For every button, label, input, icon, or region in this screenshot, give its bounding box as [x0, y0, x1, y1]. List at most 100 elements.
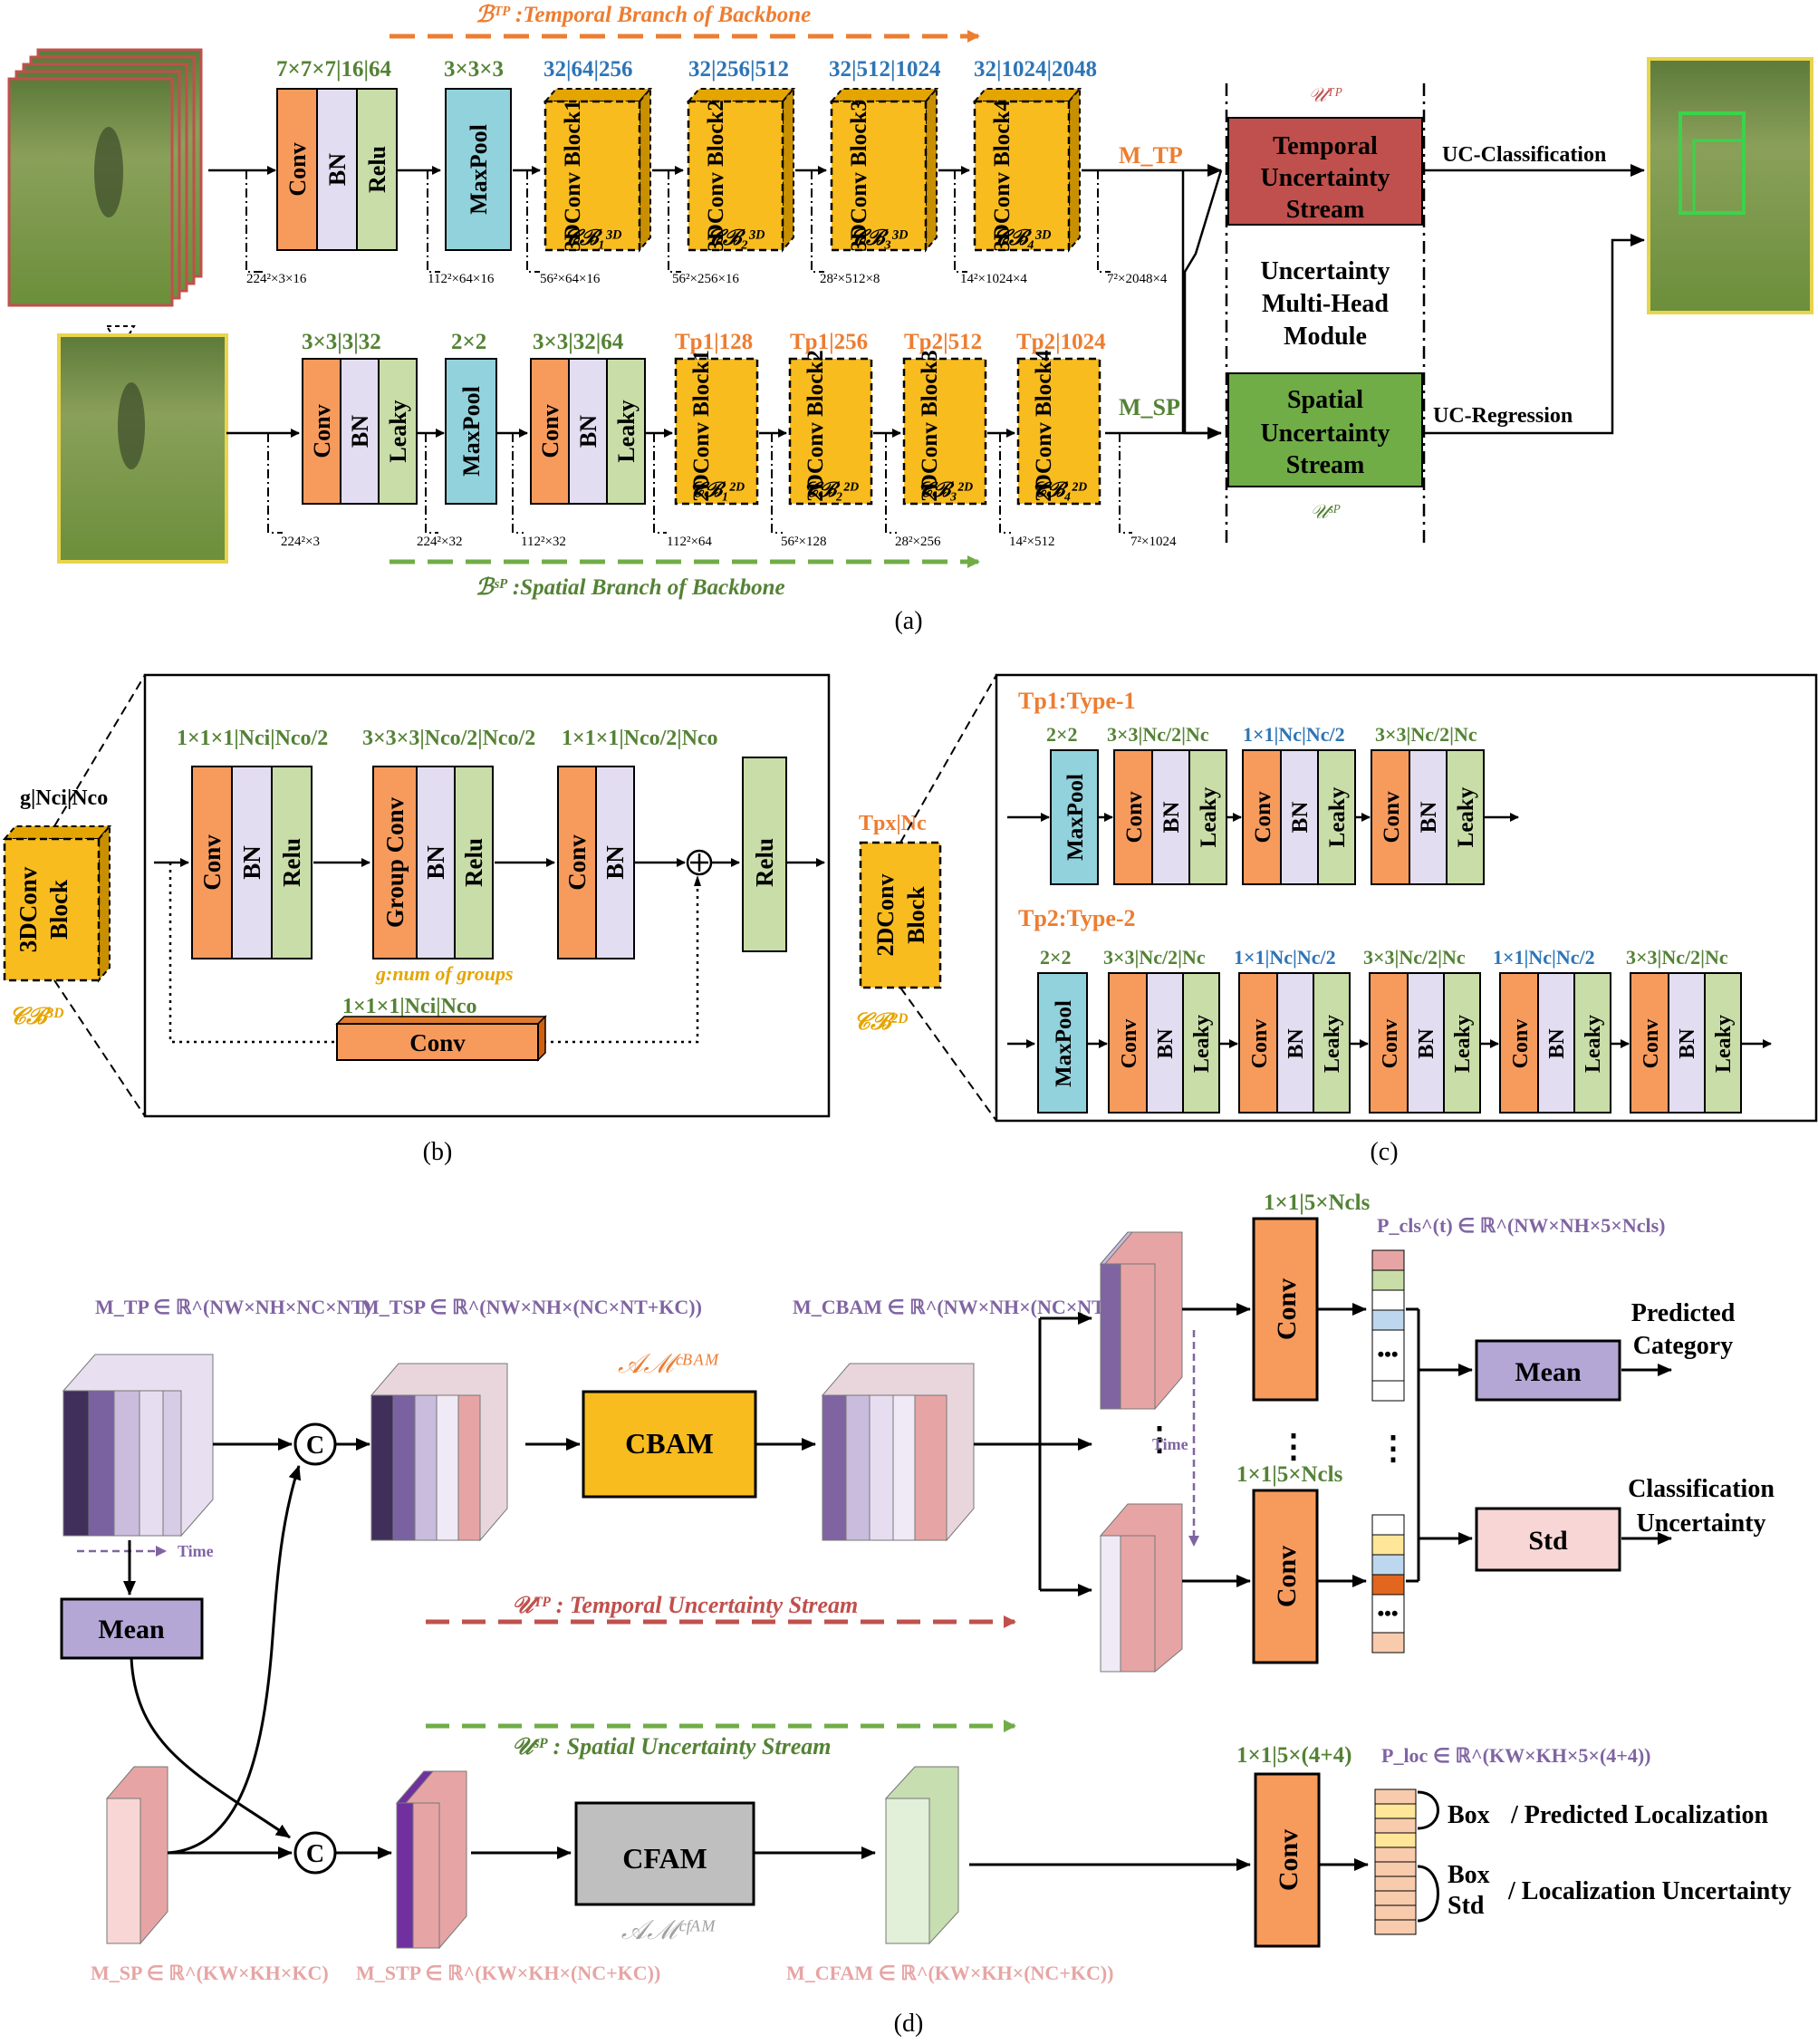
svg-text:Stream: Stream: [1286, 196, 1365, 224]
svg-text:CFAM: CFAM: [622, 1842, 707, 1875]
top-conv-bn-relu: Conv BN Relu: [276, 88, 398, 251]
svg-text:Conv: Conv: [1118, 1019, 1141, 1069]
svg-text:Leaky: Leaky: [385, 400, 411, 462]
type1-cbl-1: Conv BN Leaky: [1113, 749, 1227, 885]
svg-text:1×1×1|Nci|Nco: 1×1×1|Nci|Nco: [342, 995, 477, 1018]
svg-text:𝒜ℳᶜᶠᴬᴹ: 𝒜ℳᶜᶠᴬᴹ: [621, 1915, 717, 1945]
classification-uncertainty-2: Uncertainty: [1636, 1509, 1765, 1538]
svg-text:Uncertainty: Uncertainty: [1260, 419, 1390, 448]
bottom-2dconv-block-1: 2DConv Block1 𝒞ℬ₁²ᴰ: [674, 350, 759, 506]
svg-text:Conv: Conv: [1272, 1278, 1302, 1340]
relu-label: Relu: [364, 146, 390, 193]
svg-text:BN: BN: [1545, 1028, 1569, 1059]
top-spec-4: 32|256|512: [688, 57, 789, 82]
svg-text:Time: Time: [178, 1542, 214, 1560]
box-std-label-1: Box: [1448, 1861, 1490, 1889]
svg-text:BN: BN: [1284, 1028, 1308, 1059]
svg-text:1×1×1|Nco/2|Nco: 1×1×1|Nco/2|Nco: [562, 727, 718, 750]
panel-a: ℬᵀᴾ :Temporal Branch of Backbone 7×7×7|1…: [7, 3, 1813, 635]
bottom-2dconv-block-4: 2DConv Block4 𝒞ℬ₄²ᴰ: [1016, 350, 1101, 506]
svg-text:Leaky: Leaky: [1451, 1015, 1475, 1073]
type1-maxpool: MaxPool: [1050, 749, 1099, 885]
svg-text:Tp2|512: Tp2|512: [904, 330, 982, 354]
m-stp-slab: [395, 1770, 467, 1950]
svg-text:Stream: Stream: [1286, 451, 1365, 479]
std-box: Std: [1475, 1507, 1621, 1572]
top-spec-6: 32|1024|2048: [974, 57, 1097, 82]
spatial-stream-label: 𝒰ˢᴾ : Spatial Uncertainty Stream: [512, 1733, 831, 1760]
svg-text:Leaky: Leaky: [613, 400, 640, 462]
b-add-node: [686, 849, 713, 876]
uc-regression-label: UC-Regression: [1433, 404, 1573, 428]
svg-text:Conv: Conv: [1272, 1546, 1302, 1607]
time-slice-bottom: [1099, 1503, 1183, 1673]
type2-cbl-1: Conv BN Leaky: [1108, 972, 1220, 1114]
bottom-conv-bn-leaky-1: Conv BN Leaky: [302, 358, 418, 505]
svg-text:3DConv Block1: 3DConv Block1: [561, 100, 585, 251]
svg-text:BN: BN: [1417, 802, 1441, 834]
bottom-2dconv-block-2: 2DConv Block2 𝒞ℬ₂²ᴰ: [788, 350, 873, 506]
svg-text:𝒞ℬ₁³ᴰ: 𝒞ℬ₁³ᴰ: [563, 227, 621, 250]
conv-label: Conv: [284, 142, 311, 196]
m-tsp-def: M_TSP ∈ ℝ^(NW×NH×(NC×NT+KC)): [361, 1296, 702, 1318]
svg-text:•••: •••: [1377, 1343, 1398, 1365]
svg-text:BN: BN: [1415, 1028, 1438, 1059]
video-frames: [7, 48, 203, 307]
svg-text:Tp2|1024: Tp2|1024: [1016, 330, 1106, 354]
svg-text:2DConv Block2: 2DConv Block2: [803, 350, 828, 501]
m-tp-stack: [62, 1354, 214, 1538]
svg-text:3×3|Nc/2|Nc: 3×3|Nc/2|Nc: [1107, 723, 1209, 746]
top-3dconv-block-4: 3DConv Block4 𝒞ℬ₄³ᴰ: [972, 86, 1082, 253]
svg-text:MaxPool: MaxPool: [1063, 774, 1088, 861]
svg-text:Leaky: Leaky: [1190, 1015, 1214, 1073]
svg-text:1×1|Nc|Nc/2: 1×1|Nc|Nc/2: [1234, 946, 1336, 969]
bottom-2dconv-block-3: 2DConv Block3 𝒞ℬ₃²ᴰ: [902, 350, 987, 506]
svg-text:Multi-Head: Multi-Head: [1262, 290, 1389, 318]
predicted-category-1: Predicted: [1631, 1299, 1736, 1327]
panel-c: Tpx|Nc 2DConv Block 𝒞ℬ²ᴰ Tp1:Type-1 2×2 …: [853, 673, 1818, 1166]
conv-loc: Conv: [1254, 1772, 1321, 1948]
svg-text:𝒰ᵀᴾ: 𝒰ᵀᴾ: [1309, 83, 1342, 106]
block-2dconv: Tpx|Nc 2DConv Block 𝒞ℬ²ᴰ: [853, 812, 942, 1035]
svg-text:2DConv Block4: 2DConv Block4: [1032, 350, 1056, 502]
svg-text:3×3×3|Nco/2|Nco/2: 3×3×3|Nco/2|Nco/2: [362, 727, 535, 750]
m-sp-slab: [105, 1766, 168, 1945]
svg-text:Conv: Conv: [1640, 1019, 1663, 1069]
type1-cbl-3: Conv BN Leaky: [1371, 749, 1485, 885]
top-spec-2: 3×3×3: [444, 57, 504, 82]
svg-text:1×1|5×Ncls: 1×1|5×Ncls: [1264, 1191, 1371, 1215]
svg-text:𝒞ℬ³ᴰ: 𝒞ℬ³ᴰ: [9, 1003, 64, 1029]
type1-cbl-2: Conv BN Leaky: [1242, 749, 1356, 885]
svg-text:28²×256: 28²×256: [895, 535, 941, 549]
classification-uncertainty-1: Classification: [1628, 1475, 1775, 1503]
svg-text:Block: Block: [45, 880, 72, 940]
conv-cls-top: Conv: [1252, 1217, 1319, 1402]
b-group-conv-bn-relu: Group Conv BN Relu g:num of groups: [372, 766, 514, 985]
panel-b: g|Nci|Nco 3DConv Block 𝒞ℬ³ᴰ 1×1×1|Nci|Nc…: [2, 673, 831, 1166]
svg-text:2×2: 2×2: [1040, 946, 1072, 969]
svg-text:1×1×1|Nci|Nco/2: 1×1×1|Nci|Nco/2: [177, 727, 328, 750]
svg-text:𝒞ℬ₃²ᴰ: 𝒞ℬ₃²ᴰ: [918, 478, 974, 501]
svg-text:3×3|Nc/2|Nc: 3×3|Nc/2|Nc: [1103, 946, 1206, 969]
b-shortcut-conv: Conv: [335, 1015, 547, 1062]
panel-d: M_TP ∈ ℝ^(NW×NH×NC×NT) M_TSP ∈ ℝ^(NW×NH×…: [60, 1191, 1792, 2038]
svg-text:MaxPool: MaxPool: [458, 386, 485, 477]
svg-text:BN: BN: [238, 845, 265, 880]
svg-text:𝒞ℬ₄²ᴰ: 𝒞ℬ₄²ᴰ: [1032, 478, 1088, 501]
svg-text:⋮: ⋮: [1277, 1428, 1310, 1464]
uc-classification-label: UC-Classification: [1442, 143, 1606, 167]
svg-text:Conv: Conv: [1509, 1019, 1533, 1069]
svg-text:3×3|32|64: 3×3|32|64: [533, 330, 624, 354]
svg-text:3×3|Nc/2|Nc: 3×3|Nc/2|Nc: [1363, 946, 1466, 969]
bn-label: BN: [324, 153, 351, 186]
svg-text:BN: BN: [575, 415, 601, 448]
svg-text:BN: BN: [347, 415, 373, 448]
svg-text:28²×512×8: 28²×512×8: [820, 272, 880, 286]
svg-text:Leaky: Leaky: [1321, 1015, 1344, 1073]
svg-text:Relu: Relu: [278, 838, 305, 887]
svg-text:BN: BN: [1154, 1028, 1178, 1059]
p-cls-def: P_cls^(t) ∈ ℝ^(NW×NH×5×Ncls): [1377, 1214, 1665, 1237]
output-frame: [1647, 57, 1813, 314]
caption-b: (b): [423, 1138, 453, 1166]
m-cfam-slab: [884, 1766, 959, 1945]
